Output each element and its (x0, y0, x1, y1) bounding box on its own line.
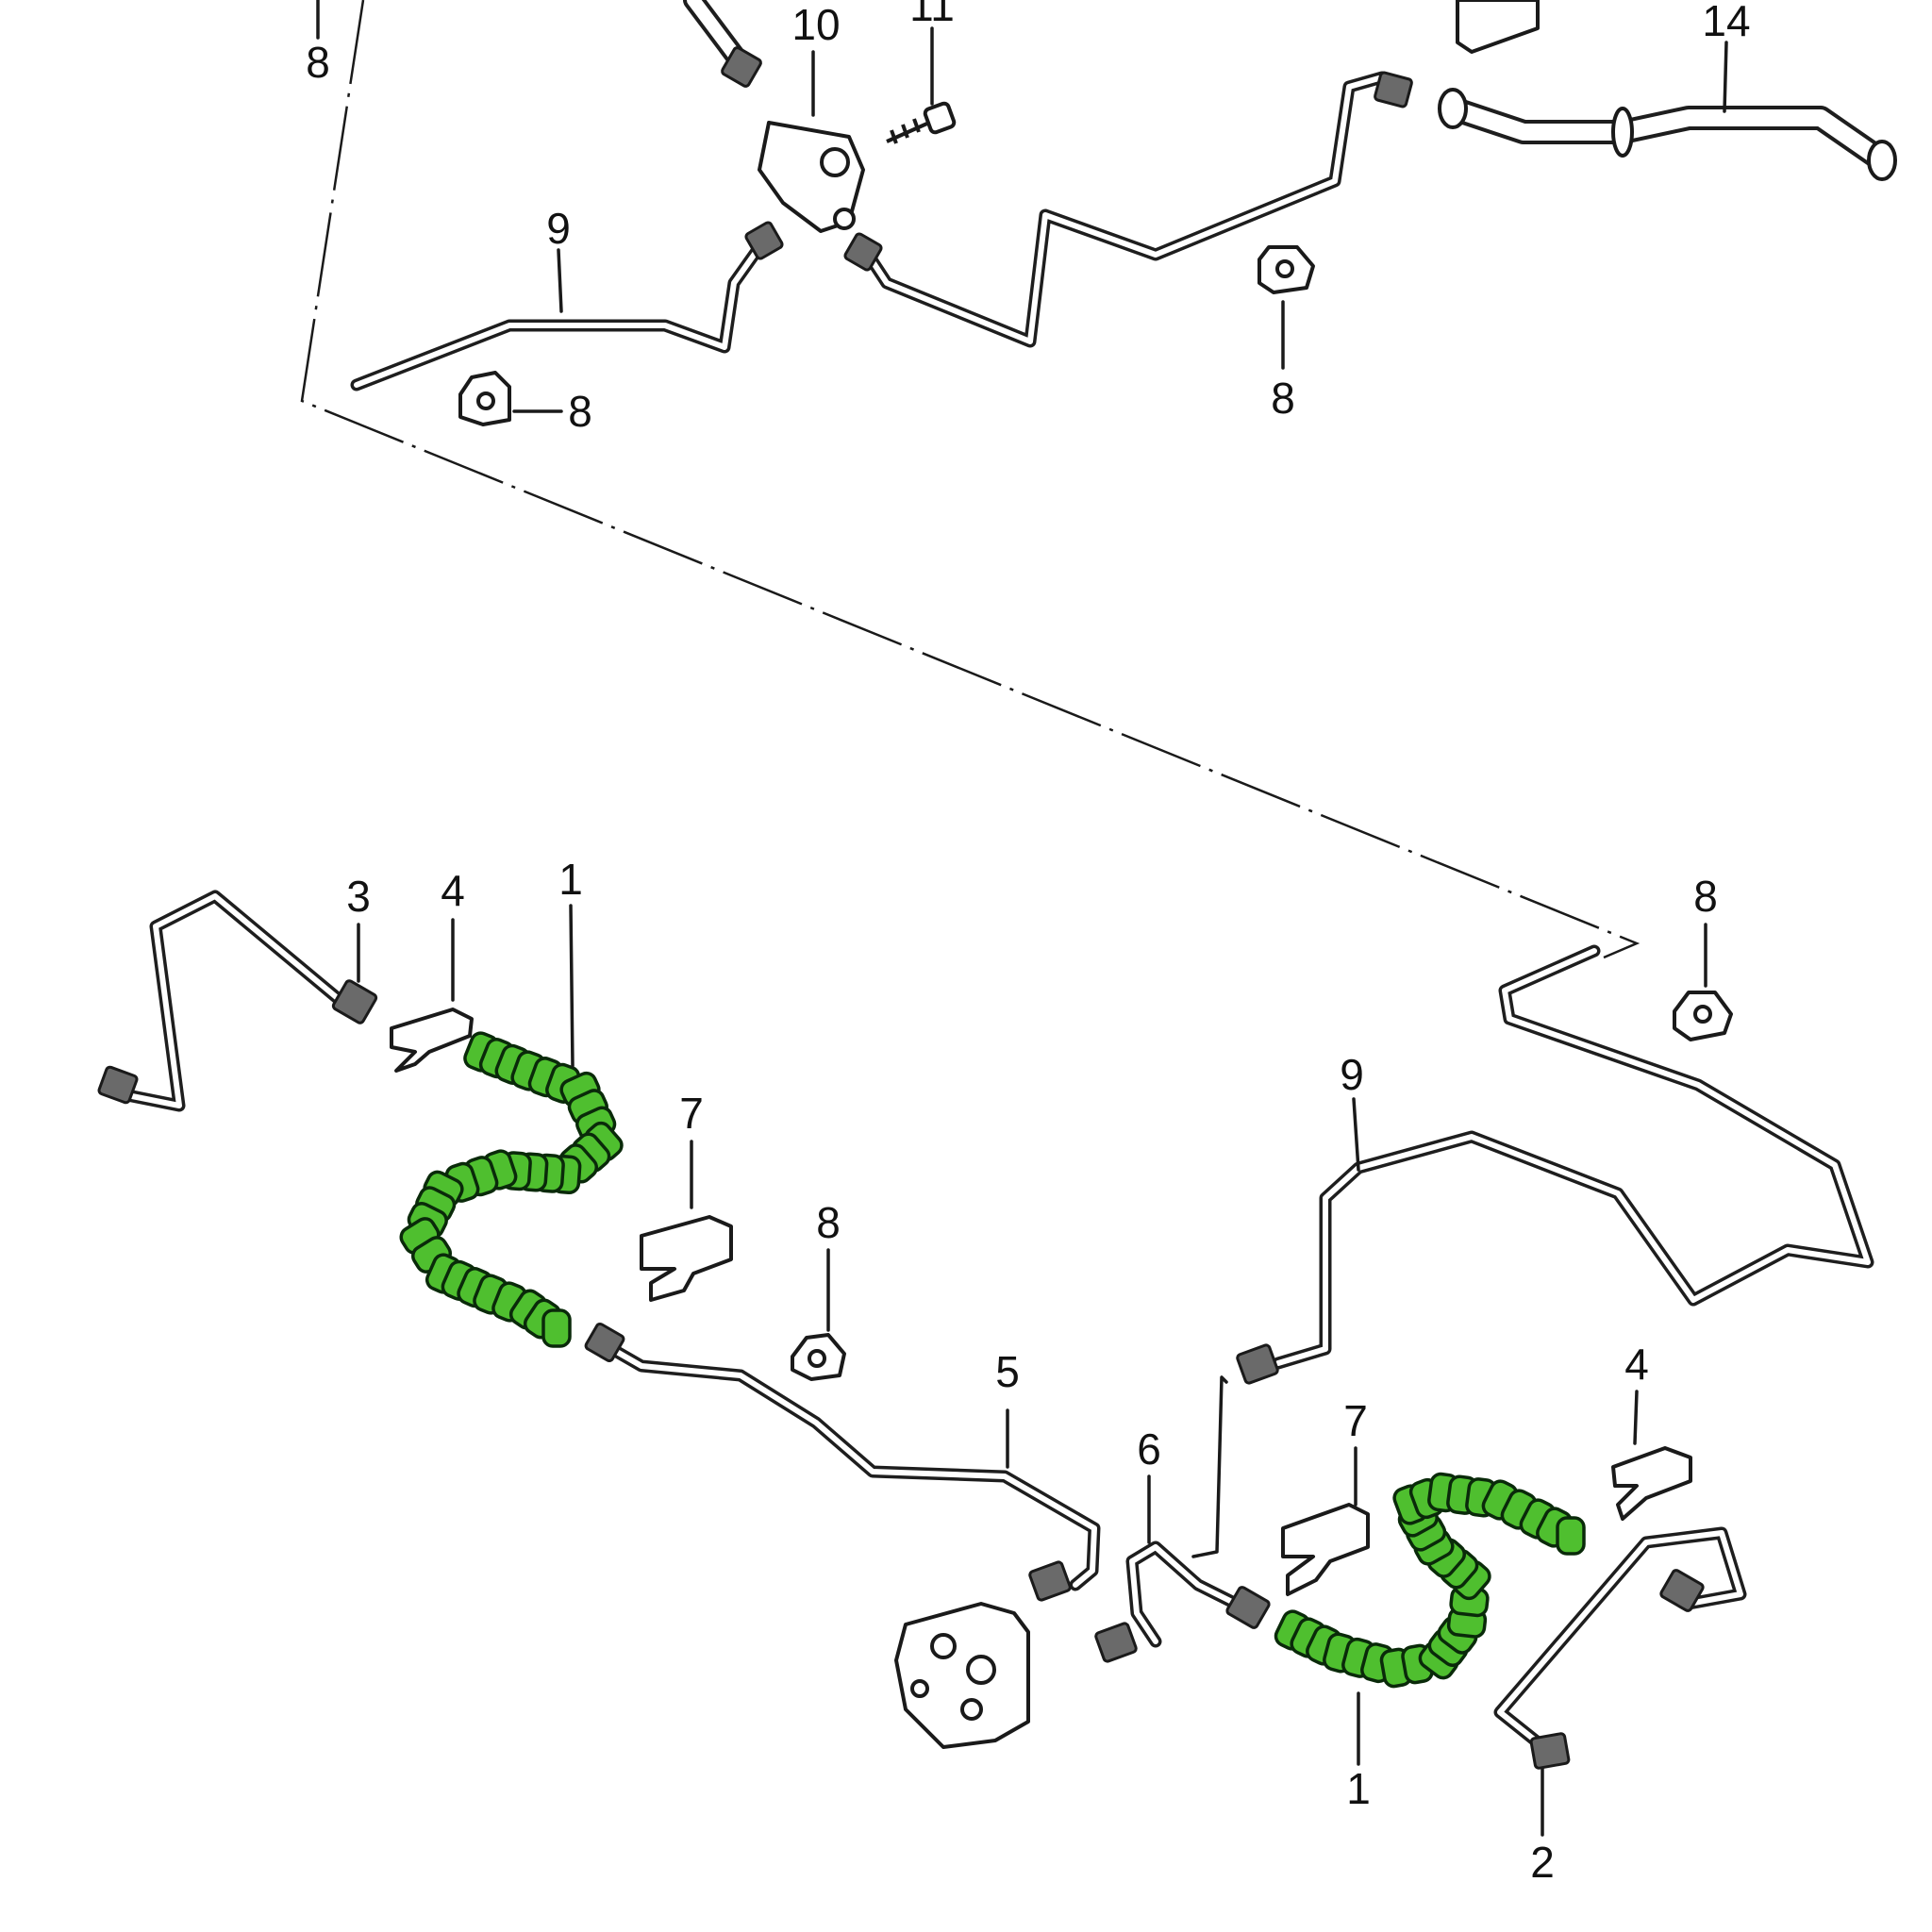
callout-2: 2 (1530, 1838, 1555, 1887)
brake-hose-right[interactable] (1273, 1472, 1586, 1689)
brake-line-fitting[interactable] (1529, 1732, 1571, 1770)
line-clip-left[interactable] (458, 371, 511, 426)
brake-line-fitting-line[interactable] (1493, 1526, 1747, 1757)
line-clip-right[interactable] (1673, 991, 1733, 1041)
union-nut-upper-b (744, 221, 784, 260)
brake-line-right[interactable] (1125, 1541, 1242, 1648)
bracket-plate-left[interactable] (640, 1215, 733, 1302)
callout-8: 8 (306, 38, 330, 87)
union-nut-right-hose (1225, 1586, 1271, 1629)
callout-7: 7 (679, 1089, 704, 1138)
union-nut-caliper-a (1028, 1560, 1072, 1602)
brake-line-upper-left[interactable] (350, 241, 766, 391)
callout-14: 14 (1702, 0, 1750, 45)
callout-1: 1 (1346, 1764, 1371, 1813)
brake-line-left[interactable] (597, 1338, 1101, 1591)
callout-7: 7 (1343, 1396, 1368, 1445)
callout-labels: 8 10 11 14 9 8 8 3 4 1 7 8 5 6 9 8 7 4 1… (306, 0, 1750, 1887)
brake-hose-left[interactable] (397, 1030, 625, 1348)
assembly-guide-line (300, 0, 1641, 959)
callout-8: 8 (816, 1198, 841, 1247)
upper-clip-bracket (1456, 0, 1540, 54)
callout-10: 10 (791, 0, 840, 49)
union-nut-lower-left (97, 1065, 139, 1105)
callout-4: 4 (441, 866, 465, 915)
hose-segment (541, 1308, 572, 1348)
screw[interactable] (886, 101, 957, 144)
callout-leaders (316, 0, 1728, 1837)
union-nut[interactable] (331, 979, 378, 1024)
union-nut-right-end (1659, 1569, 1705, 1612)
brake-line-upper-left-bend[interactable] (125, 890, 346, 1112)
retaining-clip-left[interactable] (390, 1008, 474, 1073)
line-clip-mid[interactable] (791, 1333, 846, 1381)
connector-line-right (1191, 1375, 1228, 1558)
union-nut-upper-c (843, 232, 883, 272)
bracket-plate-right[interactable] (1281, 1503, 1370, 1596)
retaining-clip-right[interactable] (1611, 1446, 1692, 1521)
hose-line-connector[interactable] (1438, 88, 1897, 181)
callout-6: 6 (1137, 1424, 1161, 1474)
brake-line-long[interactable] (1272, 944, 1874, 1370)
union-nut-right-upper (1236, 1343, 1279, 1385)
callout-9: 9 (1340, 1050, 1364, 1099)
callout-8: 8 (568, 387, 592, 436)
union-nut-upper-d (1374, 71, 1413, 108)
brake-line-upper-right[interactable] (857, 71, 1389, 348)
brake-caliper (894, 1602, 1030, 1749)
callout-11: 11 (909, 0, 955, 30)
distributor-block[interactable] (758, 121, 865, 233)
union-nut-upper-a (721, 46, 762, 88)
callout-1: 1 (558, 855, 583, 904)
callout-5: 5 (995, 1347, 1020, 1396)
callout-3: 3 (346, 872, 371, 921)
callout-9: 9 (546, 204, 571, 253)
callout-8: 8 (1693, 872, 1718, 921)
union-nut-caliper-b (1094, 1622, 1138, 1663)
callout-4: 4 (1624, 1340, 1649, 1389)
hose-segment (1556, 1516, 1586, 1556)
line-clip-topmid[interactable] (1257, 245, 1315, 294)
callout-8: 8 (1271, 374, 1295, 423)
union-nut-hose-left (584, 1322, 625, 1363)
